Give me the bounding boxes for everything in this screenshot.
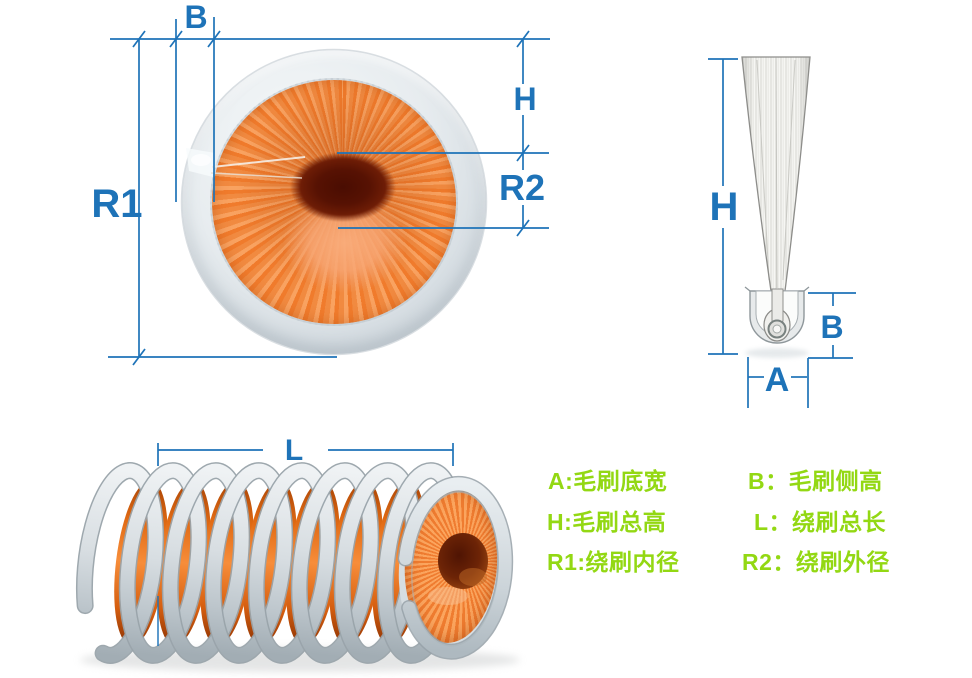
- front-dim-label-b: B: [184, 0, 207, 35]
- spiral-ground-shadow: [80, 648, 520, 672]
- fan-streak-2: [775, 57, 778, 289]
- profile-wire: [767, 319, 787, 339]
- fan-streak-1: [756, 59, 770, 281]
- legend-item-l: L：绕刷总长: [754, 509, 887, 535]
- legend-item-r2: R2：绕刷外径: [742, 549, 890, 575]
- profile-wire-core: [772, 324, 782, 334]
- front-dim-label-r1: R1: [91, 182, 142, 226]
- legend-item-b: B：毛刷侧高: [748, 468, 883, 494]
- spiral-dim-label-l: L: [285, 434, 303, 467]
- front-dim-label-h: H: [513, 81, 536, 117]
- spiral-face-bristles: [399, 481, 503, 647]
- profile-view-dimensions: [708, 58, 856, 408]
- profile-channel-inner: [755, 290, 799, 336]
- profile-shadow: [745, 348, 809, 358]
- profile-bristle-fan: [742, 57, 810, 291]
- front-dim-label-r2: R2: [499, 167, 545, 208]
- legend-item-r1: R1:绕刷内径: [547, 549, 680, 575]
- profile-dim-label-a: A: [765, 361, 790, 399]
- profile-channel-outer: [749, 290, 805, 344]
- front-view-center-hole: [290, 152, 396, 222]
- profile-dim-label-b: B: [820, 309, 843, 345]
- legend-item-h: H:毛刷总高: [547, 509, 667, 535]
- profile-bristle-fan-outline: [741, 56, 811, 292]
- profile-dim-label-h: H: [710, 185, 739, 229]
- profile-channel-lips: [744, 286, 810, 292]
- profile-bristle-stem: [771, 288, 784, 326]
- profile-backing-loop: [763, 308, 791, 342]
- legend-item-a: A:毛刷底宽: [548, 468, 668, 494]
- fan-streak-3: [782, 59, 796, 281]
